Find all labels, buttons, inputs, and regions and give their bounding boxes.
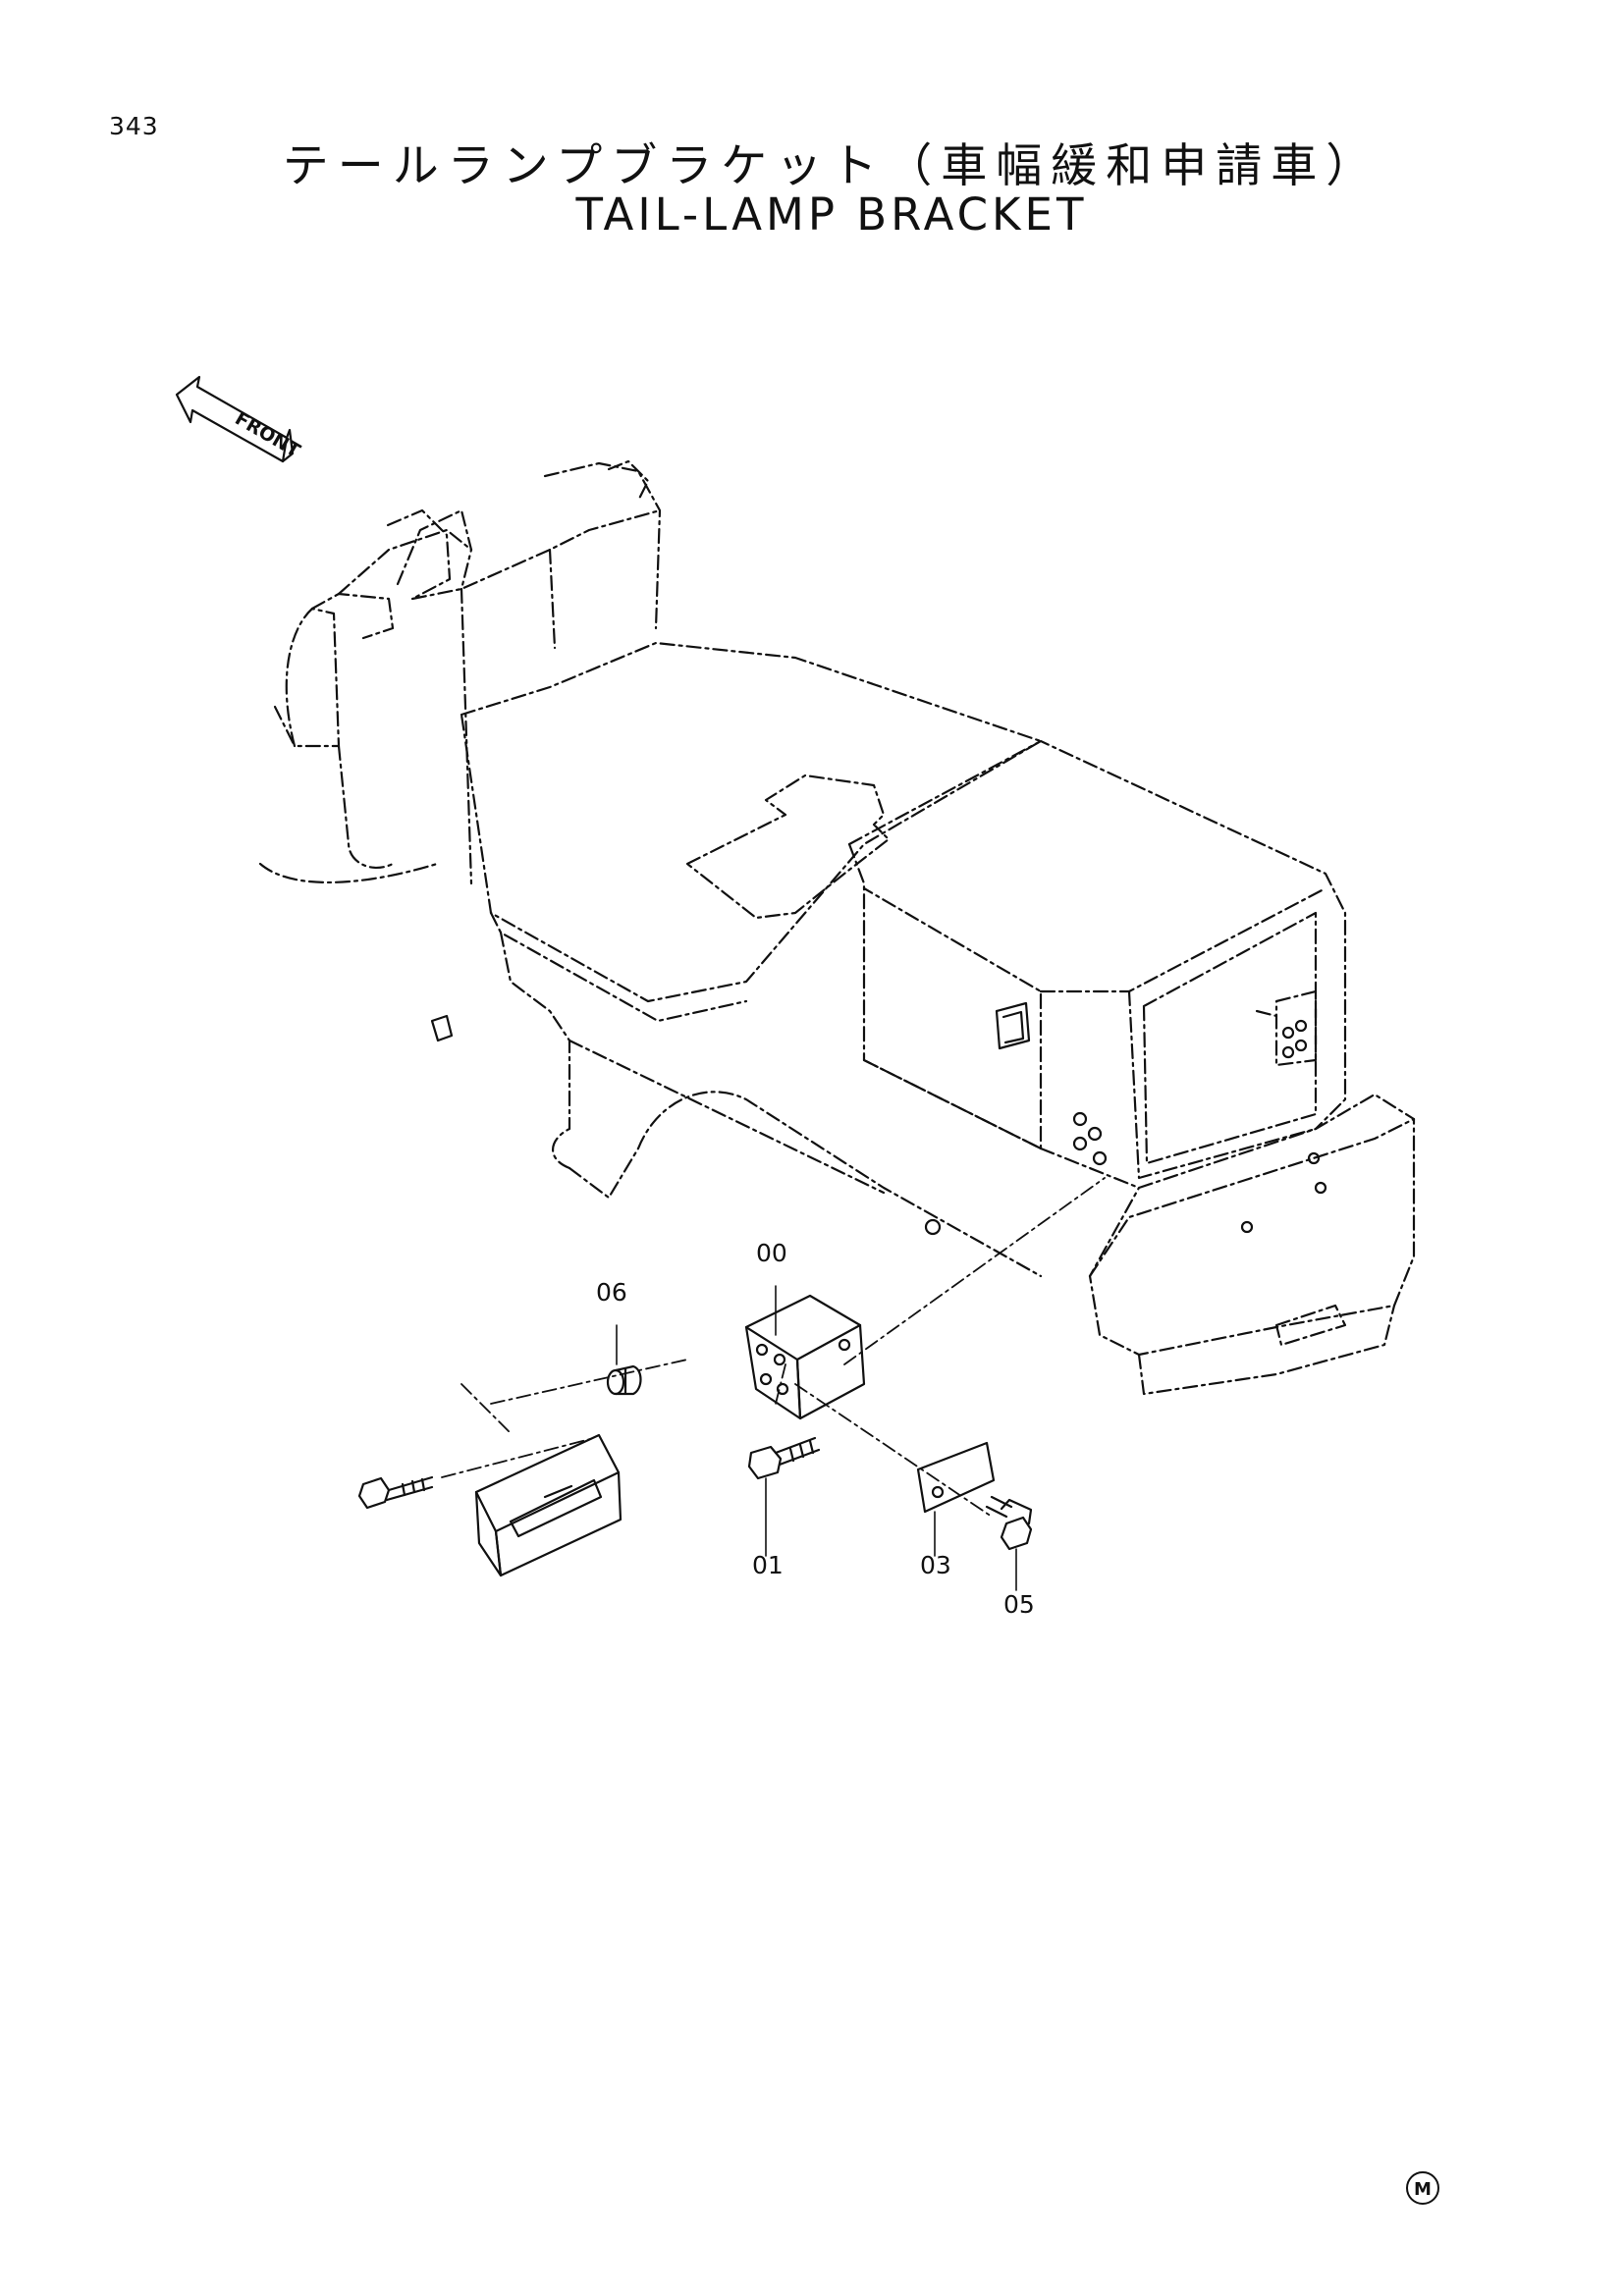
callout-05: 05 bbox=[1003, 1590, 1035, 1619]
part-05-bolt bbox=[985, 1495, 1033, 1591]
frame-details bbox=[430, 1001, 1327, 1236]
lamp-screw bbox=[357, 1475, 434, 1510]
part-00-bracket bbox=[744, 1294, 866, 1420]
page-number: 343 bbox=[109, 112, 159, 140]
frame-structure bbox=[258, 459, 1416, 1396]
callout-leaders bbox=[616, 1285, 777, 1365]
leader-lines bbox=[441, 1177, 1106, 1518]
model-mark-symbol: M bbox=[1406, 2171, 1439, 2205]
callout-01: 01 bbox=[752, 1551, 784, 1579]
title-japanese: テールランプブラケット（車幅緩和申請車） bbox=[282, 139, 1381, 193]
front-arrow-icon: FRONT bbox=[175, 375, 303, 463]
title-english: TAIL-LAMP BRACKET bbox=[575, 188, 1088, 240]
callout-00: 00 bbox=[756, 1239, 787, 1267]
part-01-bolt bbox=[747, 1436, 821, 1557]
callout-06: 06 bbox=[596, 1278, 627, 1307]
callout-03: 03 bbox=[920, 1551, 951, 1579]
part-03-plate bbox=[916, 1441, 996, 1557]
part-06-grommet bbox=[606, 1364, 642, 1396]
tail-lamp-housing bbox=[474, 1433, 623, 1577]
